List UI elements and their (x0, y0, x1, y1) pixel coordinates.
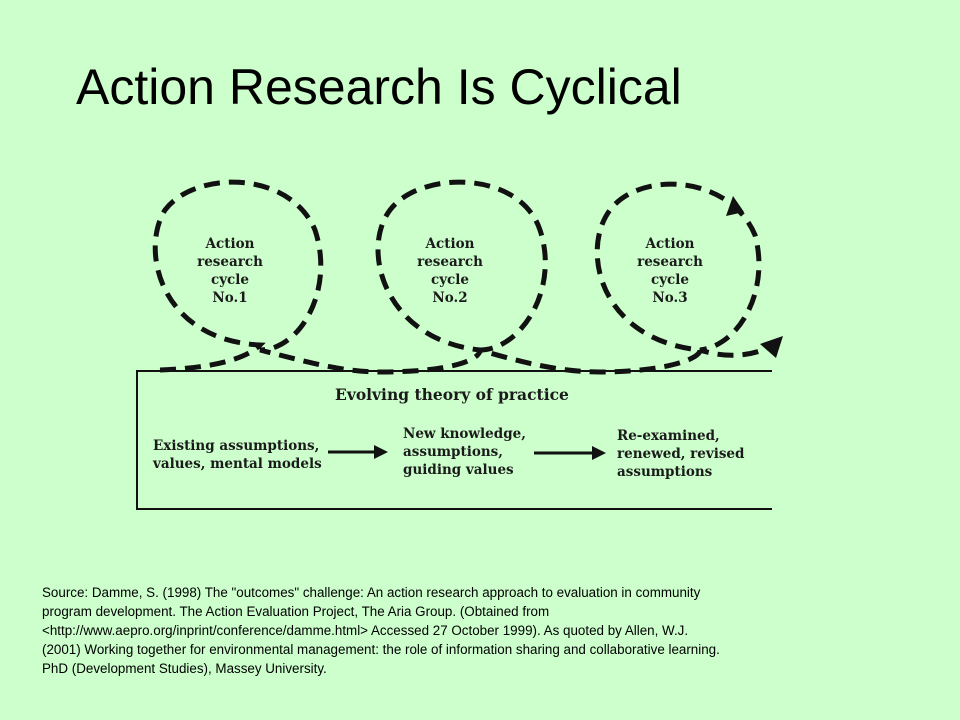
cycle-3-line: cycle (651, 272, 689, 288)
source-line: PhD (Development Studies), Massey Univer… (42, 661, 327, 676)
stage-3-line: assumptions (617, 464, 713, 480)
source-citation: Source: Damme, S. (1998) The "outcomes" … (42, 583, 912, 678)
arrowhead-cycle3-icon (726, 196, 744, 216)
cycle-spiral-path (152, 179, 780, 375)
stage-3-line: Re-examined, (617, 428, 720, 444)
stage-1-line: values, mental models (152, 456, 322, 472)
slide-title: Action Research Is Cyclical (76, 59, 682, 115)
source-line: program development. The Action Evaluati… (42, 604, 550, 619)
box-heading: Evolving theory of practice (335, 385, 569, 404)
stage-new: New knowledge, assumptions, guiding valu… (403, 426, 526, 478)
cycle-3-line: Action (645, 236, 695, 252)
stage-arrow-2-head-icon (592, 446, 606, 460)
source-line: <http://www.aepro.org/inprint/conference… (42, 623, 689, 638)
cycle-1-line: cycle (211, 272, 249, 288)
cycle-2-line: No.2 (432, 290, 467, 306)
stage-2-line: assumptions, (403, 444, 503, 460)
arrowhead-end-icon (760, 336, 783, 358)
cycle-2-line: cycle (431, 272, 469, 288)
cycle-1-line: No.1 (212, 290, 247, 306)
cycle-2-label: Action research cycle No.2 (417, 236, 483, 306)
source-line: Source: Damme, S. (1998) The "outcomes" … (42, 585, 701, 600)
stage-1-line: Existing assumptions, (153, 438, 319, 454)
stage-3-line: renewed, revised (617, 446, 745, 462)
cycle-3-line: research (637, 254, 703, 270)
stage-arrow-1-head-icon (374, 445, 388, 459)
cycle-3-line: No.3 (652, 290, 687, 306)
cycle-2-line: research (417, 254, 483, 270)
cycle-1-label: Action research cycle No.1 (197, 236, 263, 306)
theory-box-border (136, 370, 772, 510)
cycle-1-line: Action (205, 236, 255, 252)
stage-2-line: guiding values (403, 462, 514, 478)
stage-reexamined: Re-examined, renewed, revised assumption… (617, 428, 745, 480)
cycle-1-line: research (197, 254, 263, 270)
stage-existing: Existing assumptions, values, mental mod… (152, 438, 322, 472)
source-line: (2001) Working together for environmenta… (42, 642, 720, 657)
cycle-3-label: Action research cycle No.3 (637, 236, 703, 306)
cycle-2-line: Action (425, 236, 475, 252)
stage-2-line: New knowledge, (403, 426, 526, 442)
